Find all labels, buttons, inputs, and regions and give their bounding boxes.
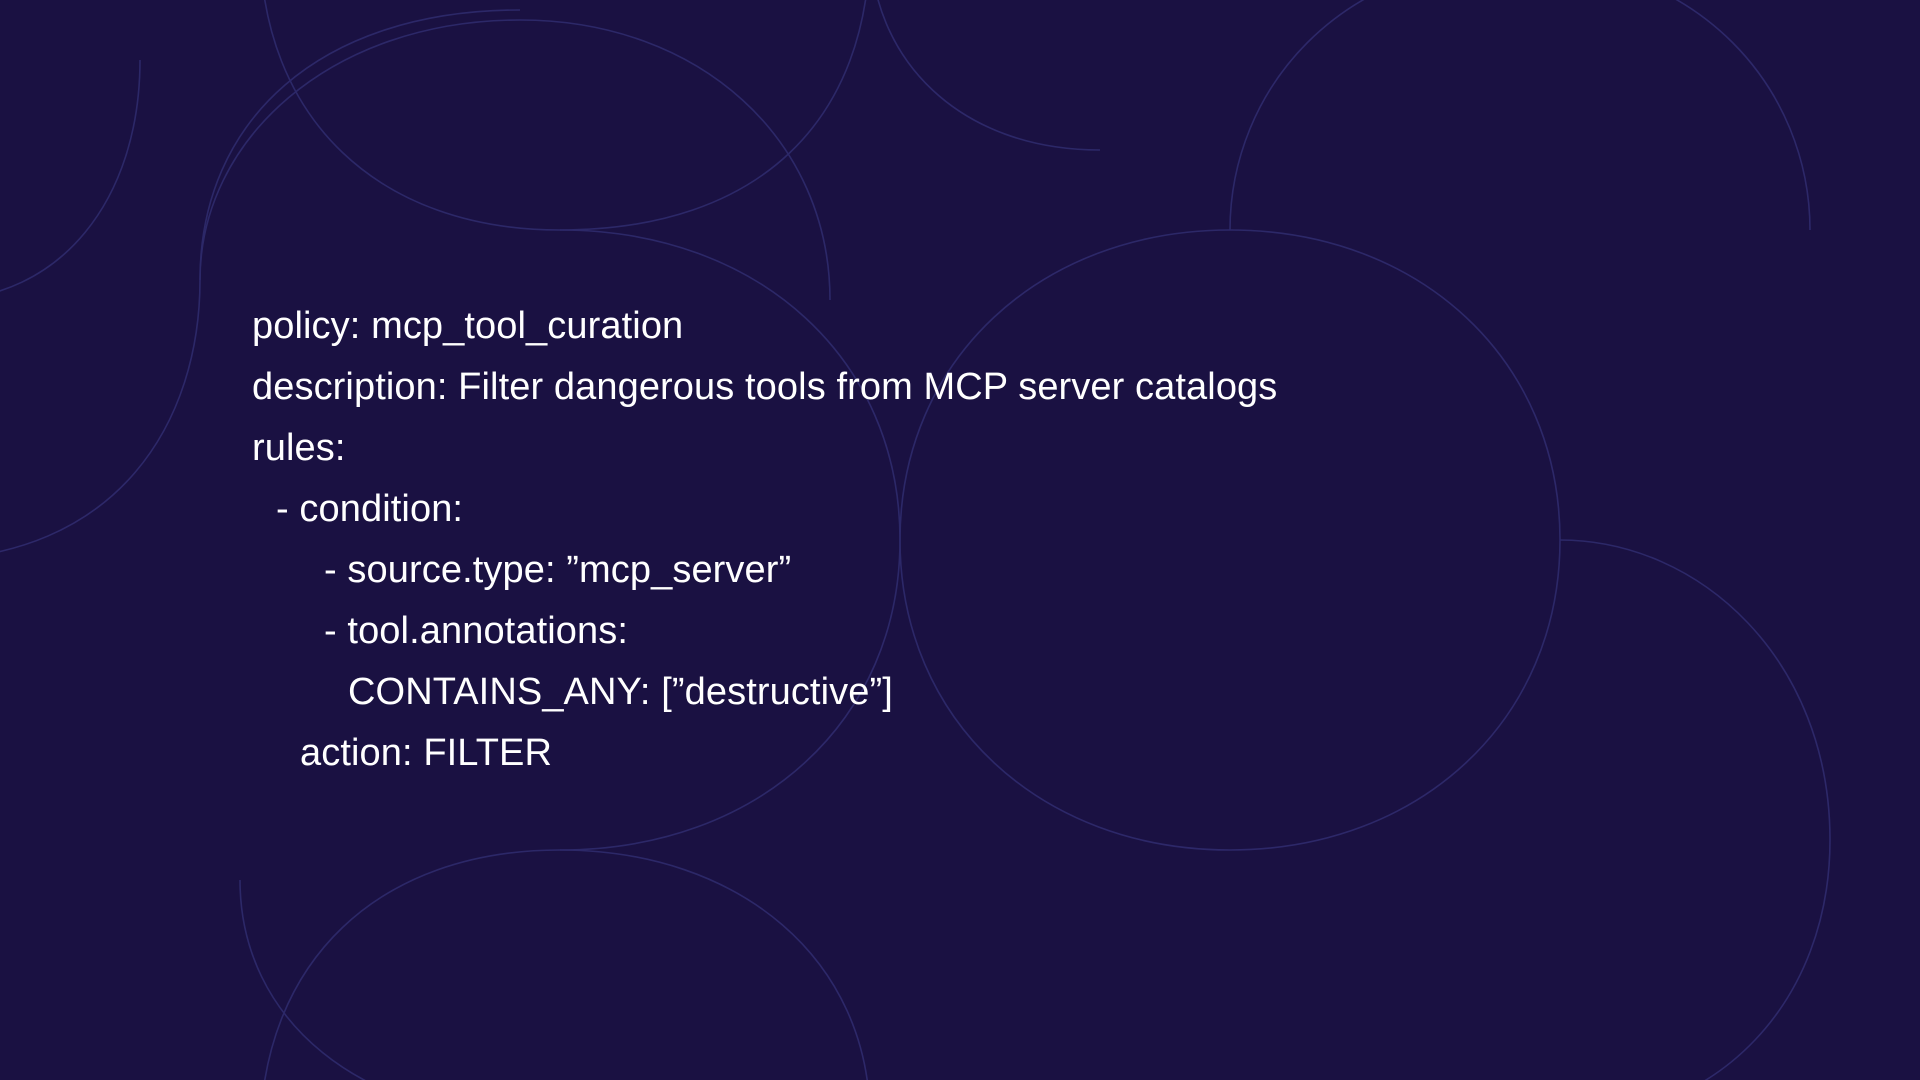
code-line-contains-any: CONTAINS_ANY: [”destructive”] xyxy=(348,671,893,713)
code-line-condition: - condition: xyxy=(276,488,464,530)
decor-curve-6 xyxy=(199,19,831,301)
decor-curve-8 xyxy=(239,879,367,1080)
code-line-description: description: Filter dangerous tools from… xyxy=(252,366,1278,408)
decor-curve-9 xyxy=(559,849,868,1080)
decor-curve-2 xyxy=(264,0,867,231)
code-line-tool-annotations: - tool.annotations: xyxy=(324,610,628,652)
policy-code-block: policy: mcp_tool_curation description: F… xyxy=(252,296,1752,784)
code-line-action: action: FILTER xyxy=(300,732,552,774)
code-line-policy: policy: mcp_tool_curation xyxy=(252,305,684,347)
code-line-source-type: - source.type: ”mcp_server” xyxy=(324,549,792,591)
decor-curve-10 xyxy=(0,59,141,292)
decor-curve-5 xyxy=(1229,0,1811,231)
decor-curve-4 xyxy=(264,849,561,1080)
code-line-rules: rules: xyxy=(252,427,346,469)
decor-curve-11 xyxy=(877,0,1101,151)
